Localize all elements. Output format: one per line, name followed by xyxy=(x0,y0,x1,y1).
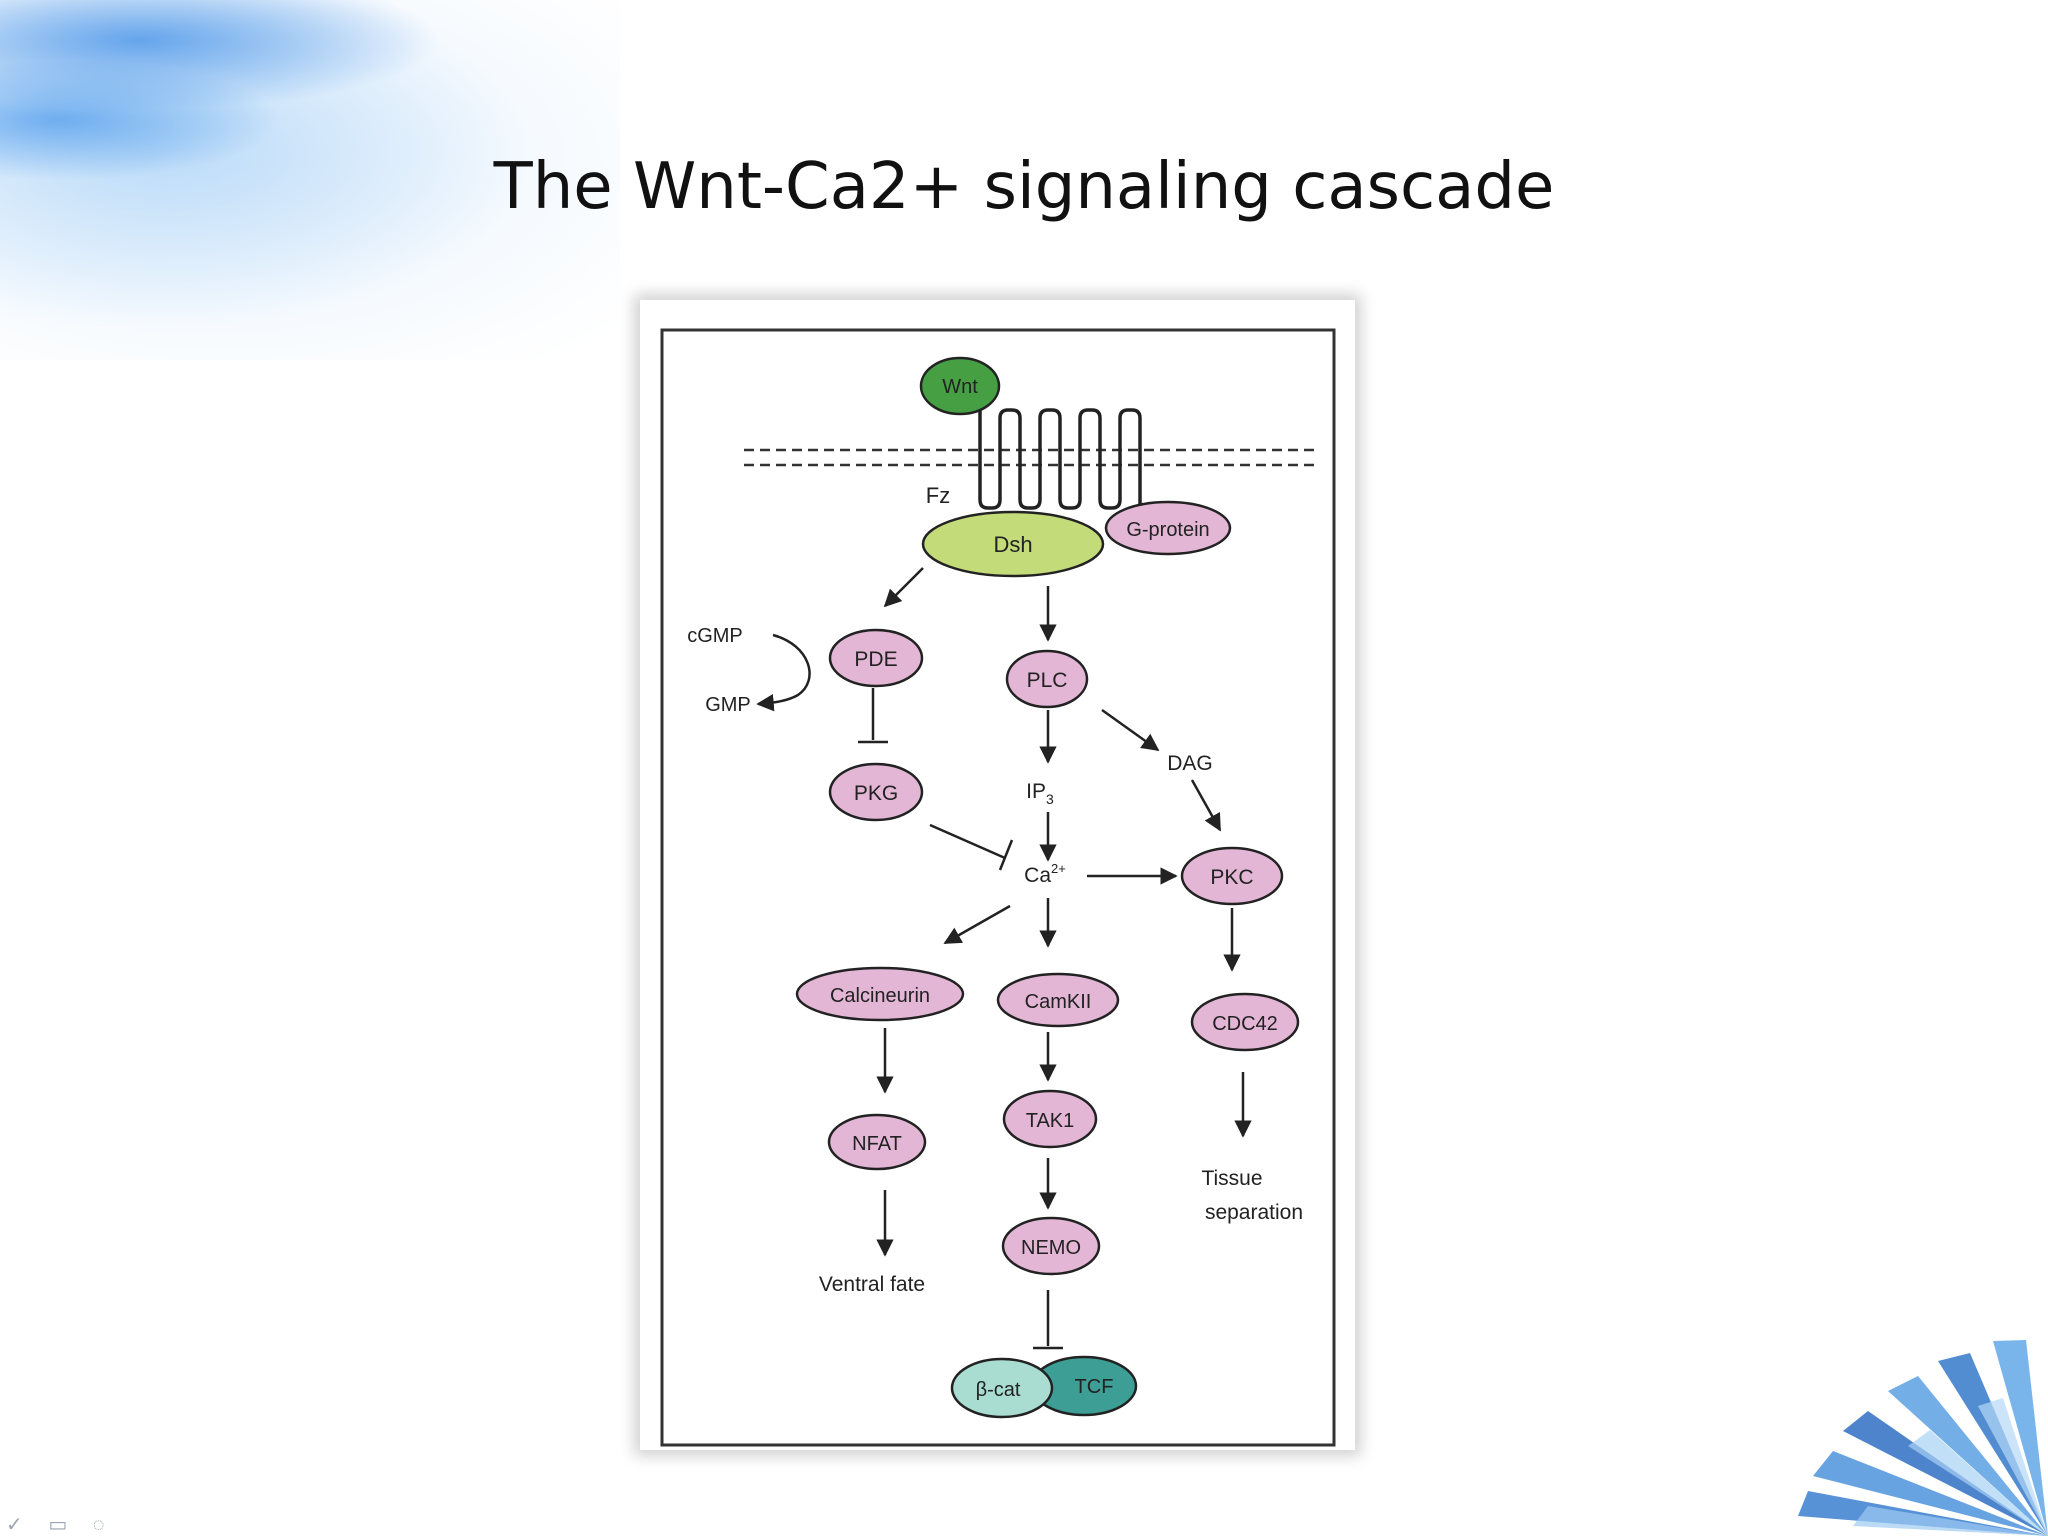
svg-text:TCF: TCF xyxy=(1075,1376,1114,1398)
label-tissue-separation-line2: separation xyxy=(1205,1201,1303,1224)
node-pde: PDE xyxy=(828,628,924,688)
label-dag: DAG xyxy=(1167,752,1213,775)
arrow-dag-to-pkc xyxy=(1190,779,1222,832)
node-cdc42: CDC42 xyxy=(1190,992,1300,1052)
background-swoosh-top-left xyxy=(0,0,620,360)
svg-text:NEMO: NEMO xyxy=(1021,1237,1081,1259)
slide-nav-icons: ✓ ▭ ◌ xyxy=(6,1514,115,1536)
node-tcf: TCF xyxy=(1030,1355,1138,1417)
slide-title: The Wnt-Ca2+ signaling cascade xyxy=(493,150,1555,224)
frizzled-receptor xyxy=(970,405,1142,510)
svg-text:NFAT: NFAT xyxy=(852,1133,902,1155)
svg-text:CDC42: CDC42 xyxy=(1212,1013,1278,1035)
node-beta-cat: β-cat xyxy=(950,1357,1054,1419)
node-nemo: NEMO xyxy=(1001,1216,1101,1276)
wnt-ca-pathway-diagram: Wnt Fz Dsh G-protein cGMP GMP PDE xyxy=(660,328,1336,1447)
svg-text:G-protein: G-protein xyxy=(1126,519,1209,541)
node-camkii: CamKII xyxy=(996,972,1120,1028)
label-gmp: GMP xyxy=(705,694,751,716)
figure-inner-border xyxy=(660,328,1336,1447)
node-wnt: Wnt xyxy=(919,356,1001,416)
svg-text:β-cat: β-cat xyxy=(976,1379,1021,1401)
label-fz: Fz xyxy=(926,483,950,508)
node-dsh: Dsh xyxy=(921,510,1105,578)
svg-text:IP3: IP3 xyxy=(1026,780,1054,807)
diagram-figure: Wnt Fz Dsh G-protein cGMP GMP PDE xyxy=(640,300,1355,1450)
arrow-dsh-to-pde xyxy=(883,567,924,608)
arrow-ca-to-calcineurin xyxy=(943,904,1011,945)
arrow-plc-to-dag xyxy=(1101,708,1160,752)
inhibit-bar-pkg-to-ca xyxy=(998,839,1014,871)
svg-text:PKG: PKG xyxy=(854,782,898,805)
label-ip3: IP3 xyxy=(1026,780,1054,807)
inhibit-pkg-to-ca xyxy=(929,823,1006,860)
node-calcineurin: Calcineurin xyxy=(795,966,965,1022)
svg-text:CamKII: CamKII xyxy=(1025,991,1092,1013)
label-cgmp: cGMP xyxy=(687,625,743,647)
background-flower-bottom-right xyxy=(1788,1306,2048,1536)
svg-text:TAK1: TAK1 xyxy=(1026,1110,1075,1132)
label-ventral-fate: Ventral fate xyxy=(819,1273,925,1296)
label-ca2plus: Ca2+ xyxy=(1024,861,1066,887)
svg-text:PDE: PDE xyxy=(854,648,897,671)
svg-text:PKC: PKC xyxy=(1210,866,1253,889)
svg-text:Calcineurin: Calcineurin xyxy=(830,985,930,1007)
node-tak1: TAK1 xyxy=(1002,1089,1098,1149)
node-pkg: PKG xyxy=(828,762,924,822)
node-pkc: PKC xyxy=(1180,846,1284,906)
arrow-cgmp-to-gmp xyxy=(756,633,811,712)
label-tissue-separation-line1: Tissue xyxy=(1201,1167,1262,1190)
svg-text:Dsh: Dsh xyxy=(993,532,1032,557)
svg-text:Ca2+: Ca2+ xyxy=(1024,861,1066,887)
svg-text:PLC: PLC xyxy=(1027,669,1068,692)
node-nfat: NFAT xyxy=(827,1113,927,1171)
svg-text:Wnt: Wnt xyxy=(942,376,978,398)
node-plc: PLC xyxy=(1005,649,1089,709)
node-g-protein: G-protein xyxy=(1104,500,1232,556)
